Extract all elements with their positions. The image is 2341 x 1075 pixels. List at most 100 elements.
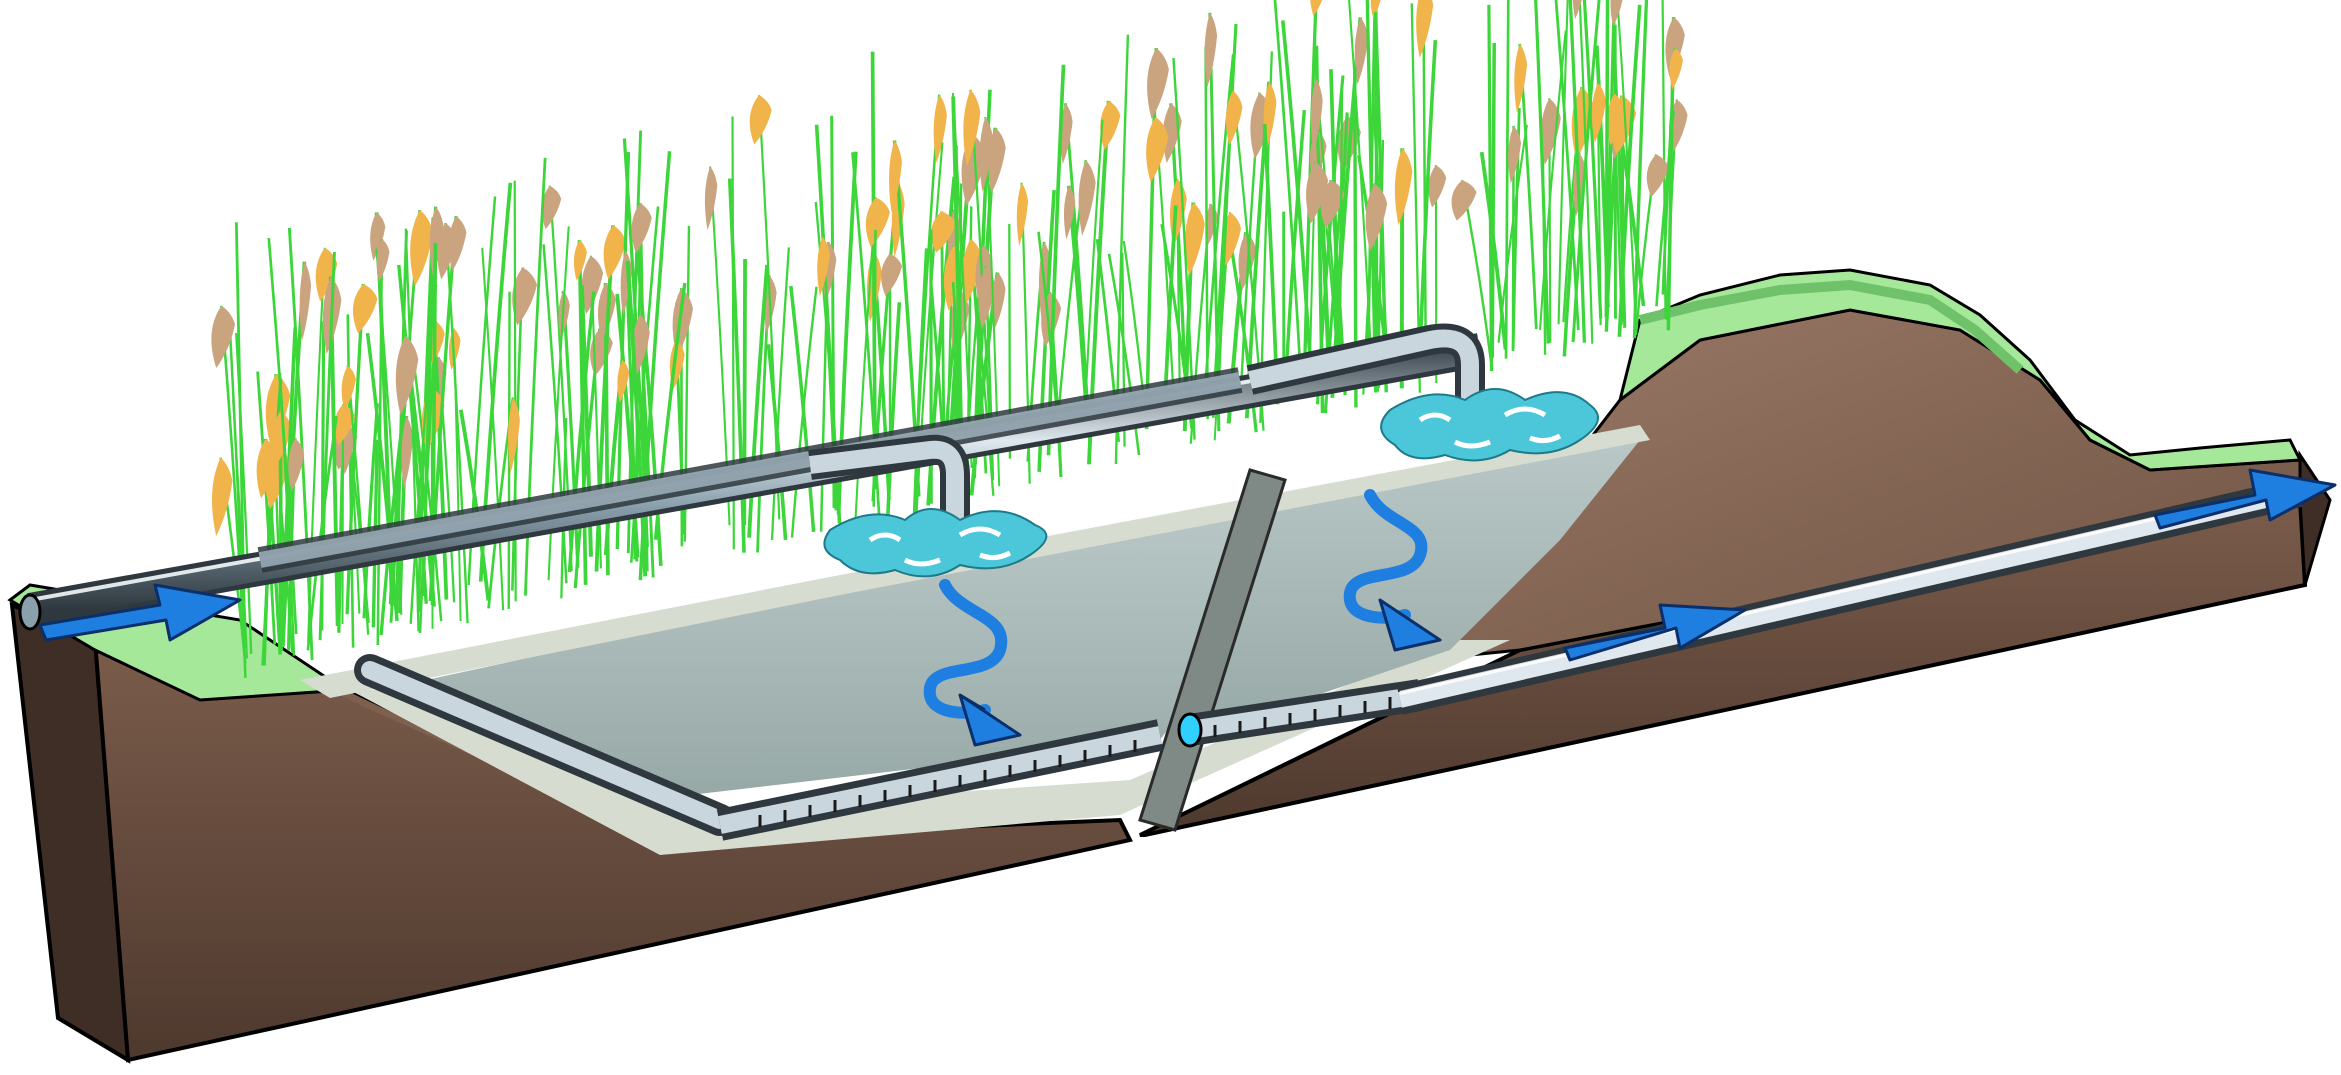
reed-plume — [299, 261, 312, 342]
reed-plume — [1354, 17, 1369, 85]
reed-plume — [1365, 183, 1388, 251]
reed-plume — [1146, 117, 1169, 183]
reed-plume — [1428, 165, 1447, 208]
reed-stem — [1557, 0, 1569, 325]
reed-stem — [1504, 0, 1510, 359]
reed-stem — [1107, 253, 1141, 456]
reed-stem — [885, 302, 902, 523]
reed-stem — [747, 264, 769, 538]
grass-right-hill-top — [1617, 268, 2303, 472]
reed-plume — [1204, 12, 1218, 88]
right-arrow-icon — [38, 583, 242, 642]
reed-stem — [1273, 0, 1303, 393]
reed-plume — [1514, 43, 1528, 113]
reed-plume — [979, 117, 994, 192]
reed-stem — [1541, 157, 1547, 355]
reed-plume — [573, 240, 587, 281]
reed-plume — [991, 272, 1006, 329]
reed-stem — [256, 371, 277, 645]
reed-plume — [603, 225, 626, 280]
soil-right-end — [2298, 450, 2332, 586]
grass-right-hill-crest — [1638, 279, 2024, 374]
reed-plume — [631, 203, 652, 253]
reed-plume — [370, 212, 386, 261]
reed-plume — [1310, 78, 1323, 154]
reed-plume — [963, 89, 981, 167]
reed-plume — [395, 335, 419, 416]
reed-stem — [1422, 0, 1428, 368]
reed-stem — [513, 180, 517, 602]
reed-stem — [1616, 0, 1636, 308]
reed-stem — [1554, 0, 1580, 331]
reed-stem — [1582, 0, 1603, 319]
reed-stem — [577, 240, 588, 585]
right-arrow-icon — [2153, 468, 2337, 530]
reed-stem — [430, 242, 438, 606]
reed-stem — [567, 291, 596, 573]
reed-plume — [931, 211, 956, 253]
reed-plume — [541, 185, 562, 230]
reed-plume — [1451, 180, 1477, 221]
reed-stem — [912, 248, 928, 515]
reed-plume — [1184, 202, 1205, 276]
reed-stem — [1215, 23, 1238, 414]
reed-plume — [448, 216, 467, 271]
discharge-outlet-right — [1246, 323, 1599, 462]
reed-plume — [211, 305, 235, 369]
reed-plume — [817, 236, 830, 297]
reed-plume — [632, 313, 650, 376]
reed-plume — [1540, 98, 1561, 165]
reed-plume — [1078, 160, 1096, 236]
reed-stem — [444, 222, 469, 624]
reed-stem — [411, 350, 443, 622]
reed-plume — [264, 443, 290, 510]
reed-plume — [581, 255, 604, 315]
reed-stem — [1417, 40, 1438, 370]
reed-plume — [507, 397, 520, 473]
reed-plume — [1060, 103, 1073, 165]
reed-stem — [346, 314, 355, 648]
reed-plume — [978, 266, 996, 329]
reed-plume — [1572, 0, 1582, 20]
reed-plume — [1306, 162, 1329, 224]
reed-stem — [1538, 30, 1567, 330]
right-arrow-icon — [1563, 603, 1747, 662]
reed-plume — [288, 438, 305, 492]
reed-plume — [1591, 82, 1606, 143]
reed-plume — [315, 247, 338, 302]
flow-arrows — [38, 468, 2337, 747]
reed-bed — [211, 0, 1688, 678]
distribution-pipe — [18, 333, 1484, 631]
inlet-pipe-end — [18, 593, 42, 631]
reed-stem — [307, 247, 326, 642]
reed-plume — [1508, 125, 1522, 184]
reed-plume — [1610, 0, 1623, 27]
reed-plume — [1320, 180, 1345, 228]
reed-stem — [1534, 0, 1550, 344]
reed-plume — [352, 284, 378, 334]
reed-plume — [429, 206, 444, 276]
reed-stem — [318, 251, 336, 641]
reed-plume — [341, 365, 356, 411]
reed-stem — [789, 285, 816, 533]
reed-plume — [1669, 48, 1683, 90]
reed-plume — [1370, 0, 1381, 19]
reed-stem — [1314, 116, 1331, 380]
reed-stem — [1571, 0, 1601, 343]
reed-plume — [1416, 0, 1434, 58]
reed-plume — [376, 239, 390, 282]
reed-plume — [1611, 95, 1637, 155]
reed-stem — [481, 247, 505, 611]
reed-plume — [617, 359, 630, 403]
reed-plume — [1394, 148, 1413, 226]
reed-plume — [272, 411, 292, 466]
reed-plume — [211, 457, 233, 537]
reed-plume — [1310, 0, 1323, 17]
reed-stem — [770, 247, 791, 541]
reed-plume — [410, 209, 434, 287]
reed-plume — [749, 95, 772, 145]
reed-plume — [881, 253, 903, 297]
perforated-drain-pipe — [354, 654, 1423, 841]
divider-wall — [1138, 468, 1287, 832]
